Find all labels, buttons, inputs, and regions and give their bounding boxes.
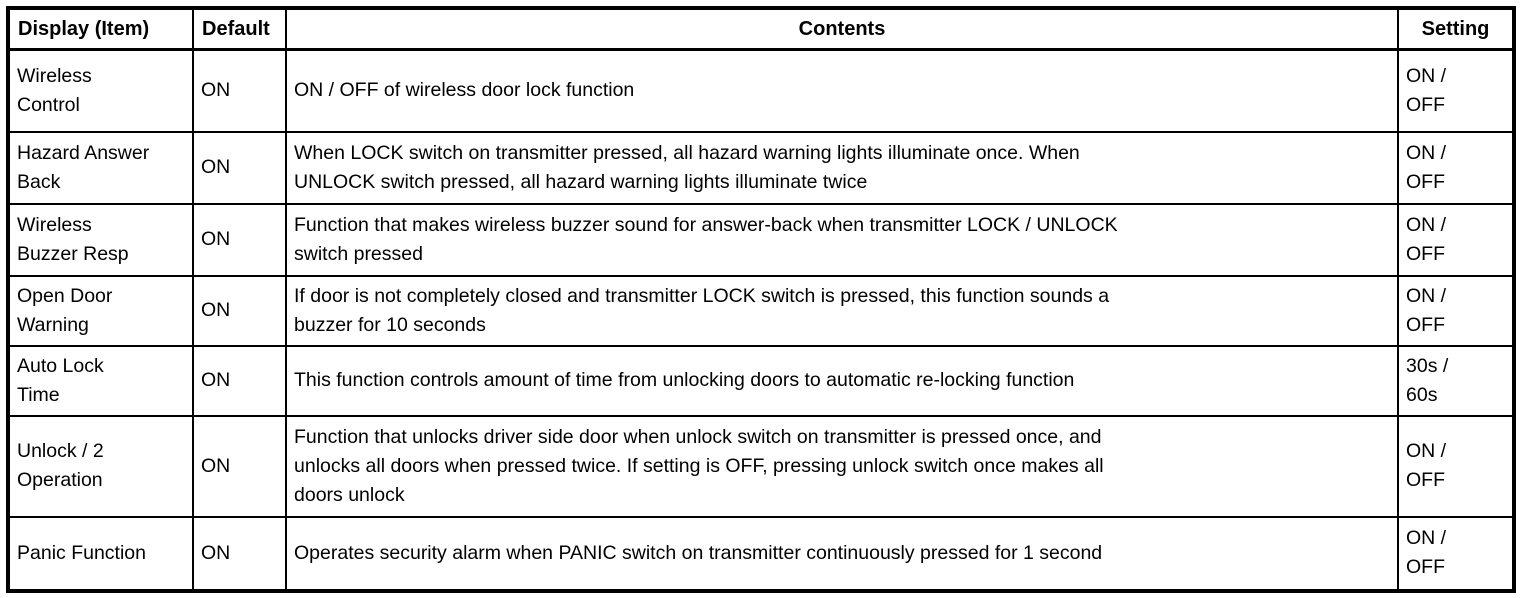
- cell-default: ON: [192, 515, 287, 592]
- wireless-door-lock-settings-table: Display (Item) Default Contents Setting …: [6, 6, 1516, 593]
- table-header: Display (Item) Default Contents Setting: [7, 7, 1515, 51]
- cell-display-item: Auto Lock Time: [7, 344, 194, 417]
- cell-default: ON: [192, 130, 287, 205]
- cell-default: ON: [192, 344, 287, 417]
- cell-display-item: Open Door Warning: [7, 274, 194, 347]
- cell-default: ON: [192, 414, 287, 518]
- cell-display-item: Hazard Answer Back: [7, 130, 194, 205]
- cell-setting: ON / OFF: [1397, 202, 1515, 277]
- column-header-setting: Setting: [1397, 7, 1515, 51]
- cell-contents: This function controls amount of time fr…: [285, 344, 1399, 417]
- cell-display-item: Wireless Control: [7, 48, 194, 133]
- cell-default: ON: [192, 274, 287, 347]
- cell-default: ON: [192, 202, 287, 277]
- column-header-default: Default: [192, 7, 287, 51]
- cell-contents: When LOCK switch on transmitter pressed,…: [285, 130, 1399, 205]
- cell-display-item: Unlock / 2 Operation: [7, 414, 194, 518]
- column-header-contents: Contents: [285, 7, 1399, 51]
- cell-default: ON: [192, 48, 287, 133]
- cell-contents: ON / OFF of wireless door lock function: [285, 48, 1399, 133]
- header-row: Display (Item) Default Contents Setting: [7, 7, 1515, 51]
- cell-setting: 30s / 60s: [1397, 344, 1515, 417]
- cell-setting: ON / OFF: [1397, 414, 1515, 518]
- column-header-display-item: Display (Item): [7, 7, 194, 51]
- cell-contents: If door is not completely closed and tra…: [285, 274, 1399, 347]
- cell-contents: Function that makes wireless buzzer soun…: [285, 202, 1399, 277]
- cell-setting: ON / OFF: [1397, 515, 1515, 592]
- cell-display-item: Wireless Buzzer Resp: [7, 202, 194, 277]
- cell-contents: Function that unlocks driver side door w…: [285, 414, 1399, 518]
- cell-contents: Operates security alarm when PANIC switc…: [285, 515, 1399, 592]
- cell-setting: ON / OFF: [1397, 48, 1515, 133]
- cell-setting: ON / OFF: [1397, 130, 1515, 205]
- cell-display-item: Panic Function: [7, 515, 194, 592]
- cell-setting: ON / OFF: [1397, 274, 1515, 347]
